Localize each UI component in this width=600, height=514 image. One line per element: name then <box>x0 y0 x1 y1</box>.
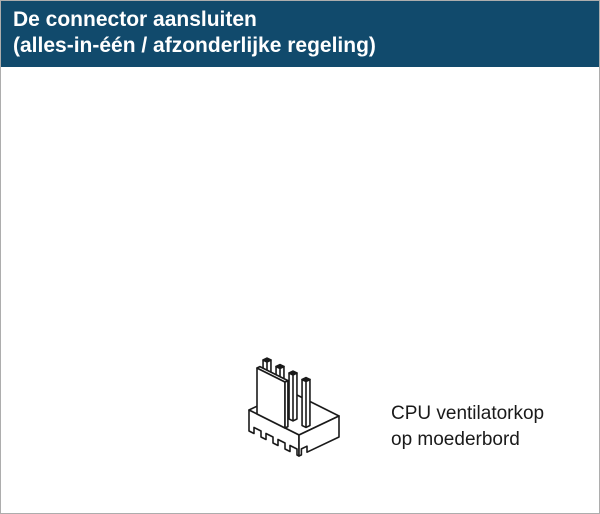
cpu-fan-header-icon <box>248 357 340 457</box>
connector-base-front-left-face <box>248 409 300 457</box>
page-title-line-2: (alles-in-één / afzonderlijke regeling) <box>13 34 376 57</box>
page-title-line-1: De connector aansluiten <box>13 8 257 31</box>
pin4-top <box>301 376 311 383</box>
page-title-bar: De connector aansluiten (alles-in-één / … <box>1 1 599 67</box>
connector-base-front-right-face <box>298 415 340 457</box>
connector-caption-line-1: CPU ventilatorkop <box>391 403 545 424</box>
connector-caption-line-2: op moederbord <box>391 429 520 450</box>
pin3-top <box>288 370 298 376</box>
connector-key-tab-top <box>256 365 289 383</box>
pin2-top <box>275 363 285 370</box>
connector-caption: CPU ventilatorkop op moederbord <box>391 401 544 453</box>
connector-key-tab-end <box>284 379 289 429</box>
pin4-shaft <box>301 378 311 429</box>
pin3-shaft <box>288 372 298 422</box>
pin1-top <box>262 357 272 363</box>
